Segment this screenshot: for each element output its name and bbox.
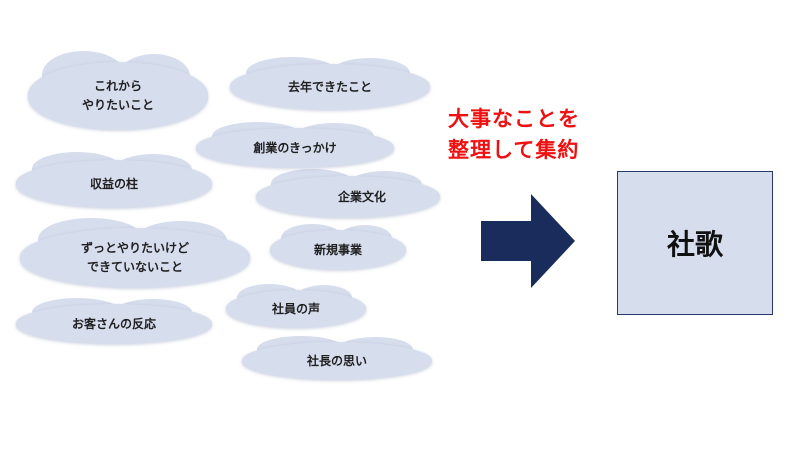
cloud-line: 社員の声 (271, 301, 320, 316)
cloud-line: お客さんの反応 (71, 316, 156, 331)
right-arrow-icon (481, 194, 575, 288)
cloud-zutto: ずっとやりたいけど できていないこと (20, 218, 250, 288)
cloud-sougyou: 創業のきっかけ (196, 121, 394, 168)
cloud-line: 収益の柱 (89, 176, 138, 191)
cloud-line: 社長の思い (306, 353, 367, 368)
cloud-shinki: 新規事業 (270, 223, 406, 270)
cloud-kore-kara: これから やりたいこと (28, 51, 208, 130)
cloud-line: ずっとやりたいけど (80, 241, 189, 256)
cloud-kyonen: 去年できたこと (230, 56, 430, 110)
cloud-shueki: 収益の柱 (16, 152, 212, 208)
headline-line: 大事なことを (448, 107, 580, 131)
cloud-label: 社長の思い (307, 352, 367, 371)
cloud-line: これから (93, 79, 142, 94)
cloud-line: 企業文化 (337, 189, 386, 204)
cloud-line: やりたいこと (81, 98, 154, 112)
cloud-label: 去年できたこと (288, 78, 372, 97)
cloud-shachou: 社長の思い (242, 335, 432, 380)
headline-line: 整理して集約 (448, 138, 580, 162)
cloud-line: 創業のきっかけ (253, 140, 337, 155)
headline: 大事なことを 整理して集約 (448, 104, 628, 166)
cloud-kigyou-bunka: 企業文化 (256, 169, 440, 218)
cloud-line: 新規事業 (313, 242, 362, 257)
cloud-okyaku: お客さんの反応 (16, 297, 212, 344)
cloud-label: 収益の柱 (90, 175, 138, 194)
cloud-line: 去年できたこと (287, 79, 372, 94)
result-label: 社歌 (666, 228, 723, 261)
result-box: 社歌 (617, 171, 773, 315)
cloud-label: 社員の声 (272, 300, 320, 319)
cloud-label: 創業のきっかけ (253, 139, 336, 158)
cloud-label: お客さんの反応 (72, 315, 156, 334)
cloud-label: ずっとやりたいけど できていないこと (81, 239, 189, 276)
cloud-line: できていないこと (86, 260, 183, 274)
cloud-label: これから やりたいこと (82, 77, 154, 114)
cloud-label: 新規事業 (314, 241, 362, 260)
cloud-shain-koe: 社員の声 (226, 283, 366, 328)
cloud-label: 企業文化 (338, 188, 386, 207)
